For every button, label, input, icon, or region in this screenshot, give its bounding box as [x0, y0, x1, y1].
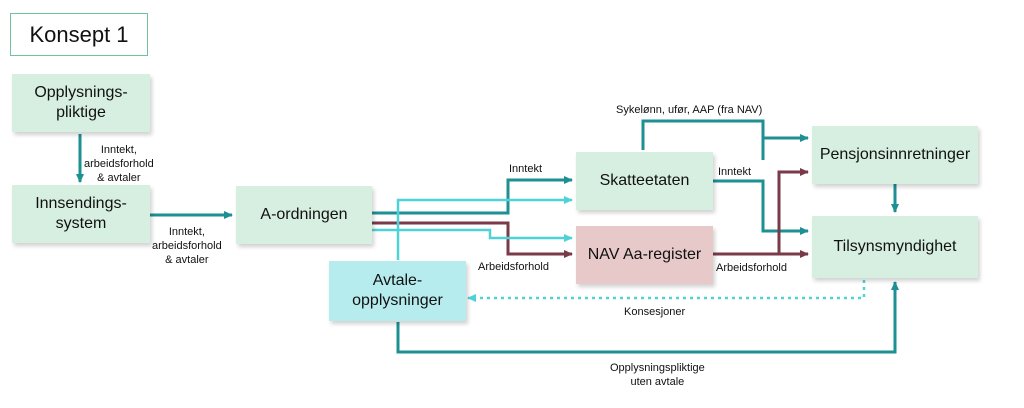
label-inntekt-arbeidsforhold-2: Inntekt, arbeidsforhold & avtaler	[152, 226, 222, 266]
label-uten-avtale: Opplysningspliktige uten avtale	[610, 362, 705, 388]
arrow-avtale-skatteetaten	[396, 196, 573, 260]
label-sykelonn: Sykelønn, ufør, AAP (fra NAV)	[616, 104, 763, 116]
label-inntekt-from-skatt: Inntekt	[718, 166, 752, 178]
arrow-konsesjoner	[467, 280, 866, 302]
arrow-sykelonn	[641, 119, 809, 150]
box-avtaleopplysninger[interactable]: Avtale- opplysninger	[329, 261, 466, 321]
box-tilsynsmyndighet[interactable]: Tilsynsmyndighet	[812, 216, 978, 278]
box-a-ordningen[interactable]: A-ordningen	[236, 186, 372, 244]
box-skatteetaten[interactable]: Skatteetaten	[576, 152, 713, 210]
label-inntekt-to-skatt: Inntekt	[509, 163, 543, 175]
arrow-aordningen-skatteetaten	[372, 176, 573, 215]
arrow-nav-pensjon	[777, 168, 809, 254]
box-pensjonsinnretninger[interactable]: Pensjonsinnretninger	[812, 126, 978, 184]
page-title: Konsept 1	[10, 13, 148, 56]
box-innsendingssystem[interactable]: Innsendings- system	[12, 185, 150, 243]
box-nav-aa-register[interactable]: NAV Aa-register	[576, 226, 713, 284]
arrow-aordningen-nav-cyan	[372, 228, 573, 242]
label-arbeidsforhold-to-nav: Arbeidsforhold	[478, 261, 549, 273]
label-konsesjoner: Konsesjoner	[624, 306, 686, 318]
label-inntekt-arbeidsforhold-1: Inntekt, arbeidsforhold & avtaler	[84, 144, 154, 184]
arrow-uten-avtale	[396, 281, 899, 354]
box-opplysningspliktige[interactable]: Opplysnings- pliktige	[12, 74, 150, 132]
label-arbeidsforhold-from-nav: Arbeidsforhold	[716, 262, 787, 274]
arrow-skatt-tilsyn	[713, 179, 809, 235]
